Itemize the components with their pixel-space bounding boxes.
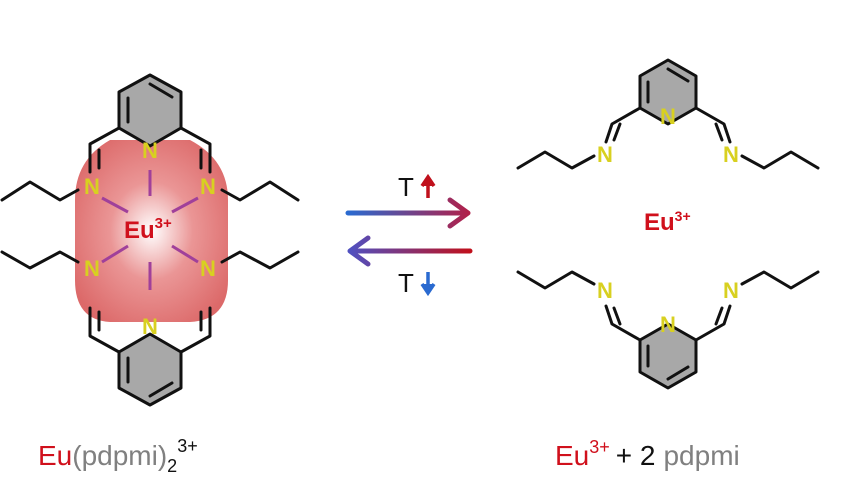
nitrogen-atom: N xyxy=(142,138,158,163)
europium-ion: Eu3+ xyxy=(124,215,172,244)
down-arrow-icon xyxy=(420,272,436,297)
nitrogen-atom: N xyxy=(84,256,100,281)
free-ligand-bottom: N N N xyxy=(516,270,820,390)
nitrogen-atom: N xyxy=(597,278,613,303)
temperature-label-reverse: T xyxy=(398,268,414,298)
free-ligand-top: N N N xyxy=(516,58,820,170)
nitrogen-atom: N xyxy=(597,142,613,167)
eu-pdpmi-complex: N N N N N N Eu3+ xyxy=(0,73,300,407)
forward-arrow xyxy=(345,197,471,229)
nitrogen-atom: N xyxy=(84,174,100,199)
nitrogen-atom: N xyxy=(200,256,216,281)
nitrogen-atom: N xyxy=(723,142,739,167)
nitrogen-atom: N xyxy=(660,104,676,129)
nitrogen-atom: N xyxy=(200,174,216,199)
coordination-glow xyxy=(75,140,228,322)
complex-formula-label: Eu(pdpmi)23+ xyxy=(38,436,198,476)
equilibrium-arrows: T T xyxy=(345,172,473,298)
up-arrow-icon xyxy=(420,173,436,198)
temperature-label-forward: T xyxy=(398,172,414,202)
reverse-arrow xyxy=(347,235,473,267)
nitrogen-atom: N xyxy=(142,314,158,339)
free-europium-ion: Eu3+ xyxy=(644,208,691,236)
nitrogen-atom: N xyxy=(723,278,739,303)
nitrogen-atom: N xyxy=(660,312,676,337)
